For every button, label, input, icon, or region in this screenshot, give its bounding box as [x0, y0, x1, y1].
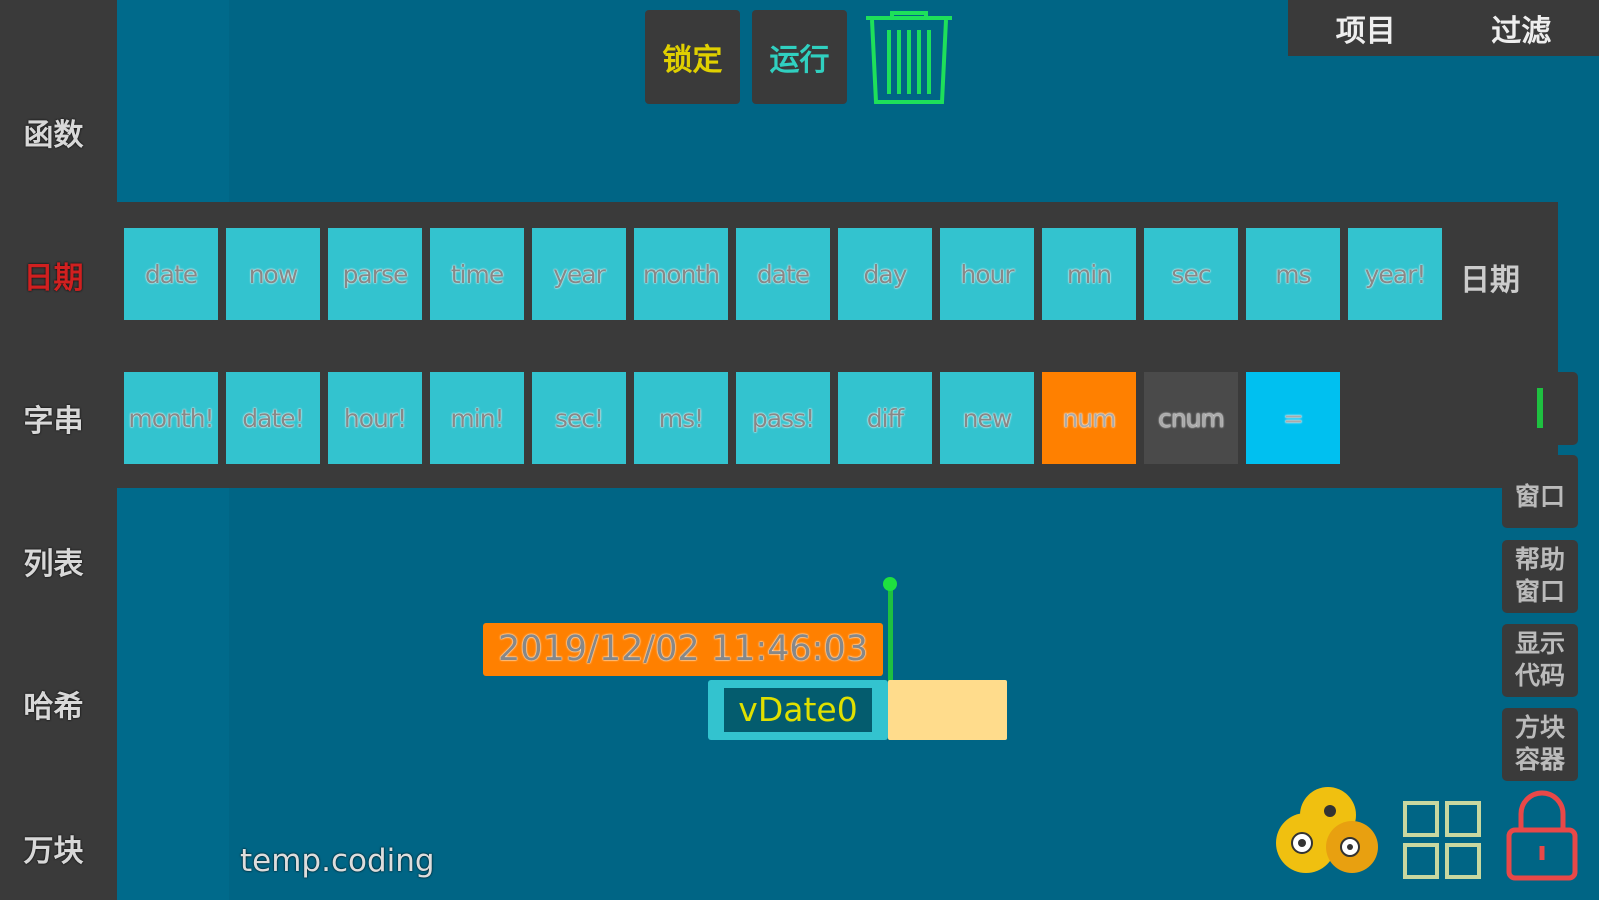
sidebar-item-list[interactable]: 列表: [23, 547, 84, 582]
variable-window-button[interactable]: 窗口: [1502, 455, 1578, 528]
palette-block-equals[interactable]: =: [1246, 372, 1340, 464]
lock-icon[interactable]: [1505, 790, 1579, 882]
lock-button[interactable]: 锁定: [645, 10, 740, 104]
palette-block-year[interactable]: year: [532, 228, 626, 320]
partial-green-button[interactable]: [1502, 372, 1578, 445]
palette-block-sec[interactable]: sec: [1144, 228, 1238, 320]
palette-block-month-set[interactable]: month!: [124, 372, 218, 464]
connector-dot[interactable]: [883, 577, 897, 591]
sidebar-item-blocks[interactable]: 万块: [23, 834, 84, 869]
palette-block-date[interactable]: date: [124, 228, 218, 320]
palette-block-day[interactable]: day: [838, 228, 932, 320]
sidebar-item-hash[interactable]: 哈希: [23, 690, 84, 725]
palette-block-cnum[interactable]: cnum: [1144, 372, 1238, 464]
palette-block-parse[interactable]: parse: [328, 228, 422, 320]
palette-block-hour-set[interactable]: hour!: [328, 372, 422, 464]
palette-block-sec-set[interactable]: sec!: [532, 372, 626, 464]
run-button[interactable]: 运行: [752, 10, 847, 104]
show-code-button[interactable]: 显示 代码: [1502, 624, 1578, 697]
palette-block-pass-set[interactable]: pass!: [736, 372, 830, 464]
palette-block-month[interactable]: month: [634, 228, 728, 320]
filter-button[interactable]: 过滤: [1491, 14, 1552, 49]
palette-block-min[interactable]: min: [1042, 228, 1136, 320]
project-button[interactable]: 项目: [1335, 14, 1396, 49]
palette-block-date-set[interactable]: date!: [226, 372, 320, 464]
palette-block-ms-set[interactable]: ms!: [634, 372, 728, 464]
connector-line: [888, 583, 893, 681]
trash-icon[interactable]: [862, 10, 956, 106]
mascot-birds-icon[interactable]: [1272, 785, 1392, 881]
top-right-menu: 项目 过滤: [1288, 0, 1599, 56]
date-value-block[interactable]: 2019/12/02 11:46:03: [483, 623, 883, 676]
palette-block-diff[interactable]: diff: [838, 372, 932, 464]
palette-block-now[interactable]: now: [226, 228, 320, 320]
sidebar-item-function[interactable]: 函数: [23, 118, 84, 153]
category-sidebar: 函数 日期 字串 列表 哈希 万块: [0, 0, 117, 900]
grid-icon[interactable]: [1402, 800, 1482, 880]
variable-block[interactable]: vDate0: [708, 680, 888, 740]
variable-value-slot[interactable]: [888, 680, 1007, 740]
palette-block-new[interactable]: new: [940, 372, 1034, 464]
block-container-button[interactable]: 方块 容器: [1502, 708, 1578, 781]
palette-block-year-set[interactable]: year!: [1348, 228, 1442, 320]
sidebar-item-string[interactable]: 字串: [23, 404, 84, 439]
sidebar-item-date[interactable]: 日期: [23, 261, 84, 296]
palette-block-time[interactable]: time: [430, 228, 524, 320]
palette-category-label: 日期: [1460, 263, 1520, 298]
palette-block-min-set[interactable]: min!: [430, 372, 524, 464]
variable-name[interactable]: vDate0: [724, 688, 872, 732]
palette-block-num[interactable]: num: [1042, 372, 1136, 464]
help-window-button[interactable]: 帮助 窗口: [1502, 540, 1578, 613]
palette-block-date[interactable]: date: [736, 228, 830, 320]
file-name: temp.coding: [240, 843, 435, 879]
palette-block-ms[interactable]: ms: [1246, 228, 1340, 320]
palette-block-hour[interactable]: hour: [940, 228, 1034, 320]
